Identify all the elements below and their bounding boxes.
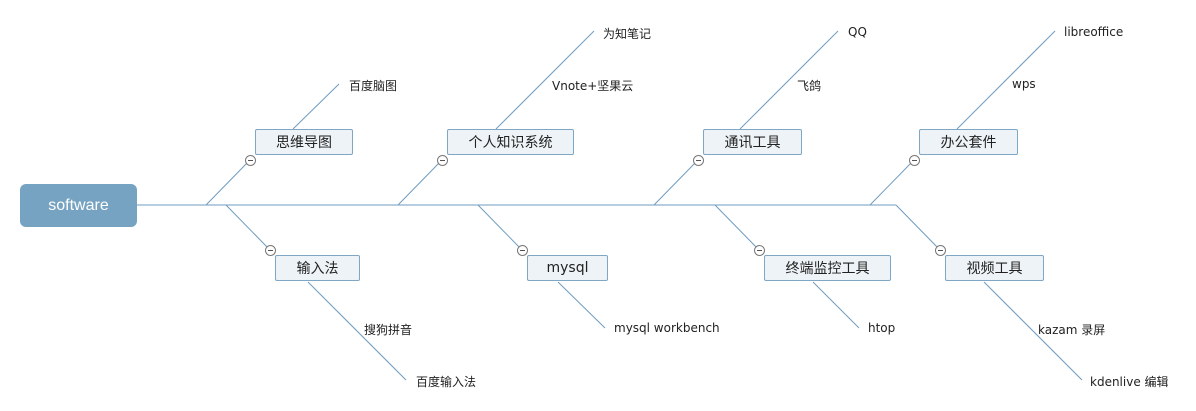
leaf-topic[interactable]: 飞鸽 — [797, 79, 822, 93]
leaf-topic[interactable]: kdenlive 编辑 — [1090, 375, 1169, 389]
collapse-icon[interactable] — [517, 245, 528, 256]
root-topic[interactable]: software — [20, 184, 137, 227]
leaf-topic[interactable]: Vnote+坚果云 — [552, 79, 634, 93]
leaf-topic[interactable]: libreoffice — [1064, 25, 1124, 39]
topic-label: 个人知识系统 — [468, 135, 553, 151]
leaf-topic[interactable]: mysql workbench — [614, 321, 720, 335]
leaf-topic[interactable]: kazam 录屏 — [1038, 323, 1106, 337]
topic-office-suite[interactable]: 办公套件 — [919, 129, 1018, 155]
collapse-icon[interactable] — [693, 155, 704, 166]
topic-terminal-monitor[interactable]: 终端监控工具 — [764, 255, 891, 281]
topic-label: 办公套件 — [940, 135, 997, 151]
topic-label: 通讯工具 — [724, 135, 781, 151]
topic-label: 终端监控工具 — [785, 261, 870, 277]
topic-mindmap[interactable]: 思维导图 — [255, 129, 353, 155]
topic-label: 输入法 — [296, 261, 339, 277]
collapse-icon[interactable] — [437, 155, 448, 166]
root-label: software — [48, 196, 109, 214]
leaf-topic[interactable]: wps — [1012, 77, 1036, 91]
collapse-icon[interactable] — [909, 155, 920, 166]
topic-video-tools[interactable]: 视频工具 — [945, 255, 1044, 281]
leaf-topic[interactable]: htop — [868, 321, 896, 335]
collapse-icon[interactable] — [935, 245, 946, 256]
leaf-topic[interactable]: 百度输入法 — [416, 375, 477, 389]
collapse-icon[interactable] — [754, 245, 765, 256]
topic-label: mysql — [546, 260, 589, 276]
collapse-icon[interactable] — [245, 155, 256, 166]
topic-input-method[interactable]: 输入法 — [275, 255, 360, 281]
topic-mysql[interactable]: mysql — [527, 255, 608, 281]
topic-label: 思维导图 — [276, 135, 332, 151]
leaf-topic[interactable]: 搜狗拼音 — [364, 323, 413, 337]
collapse-icon[interactable] — [265, 245, 276, 256]
topic-label: 视频工具 — [966, 261, 1023, 277]
topic-knowledge-system[interactable]: 个人知识系统 — [447, 129, 574, 155]
topic-communication-tools[interactable]: 通讯工具 — [703, 129, 802, 155]
leaf-topic[interactable]: 百度脑图 — [349, 79, 398, 93]
leaf-topic[interactable]: QQ — [848, 25, 867, 39]
leaf-topic[interactable]: 为知笔记 — [603, 27, 652, 41]
